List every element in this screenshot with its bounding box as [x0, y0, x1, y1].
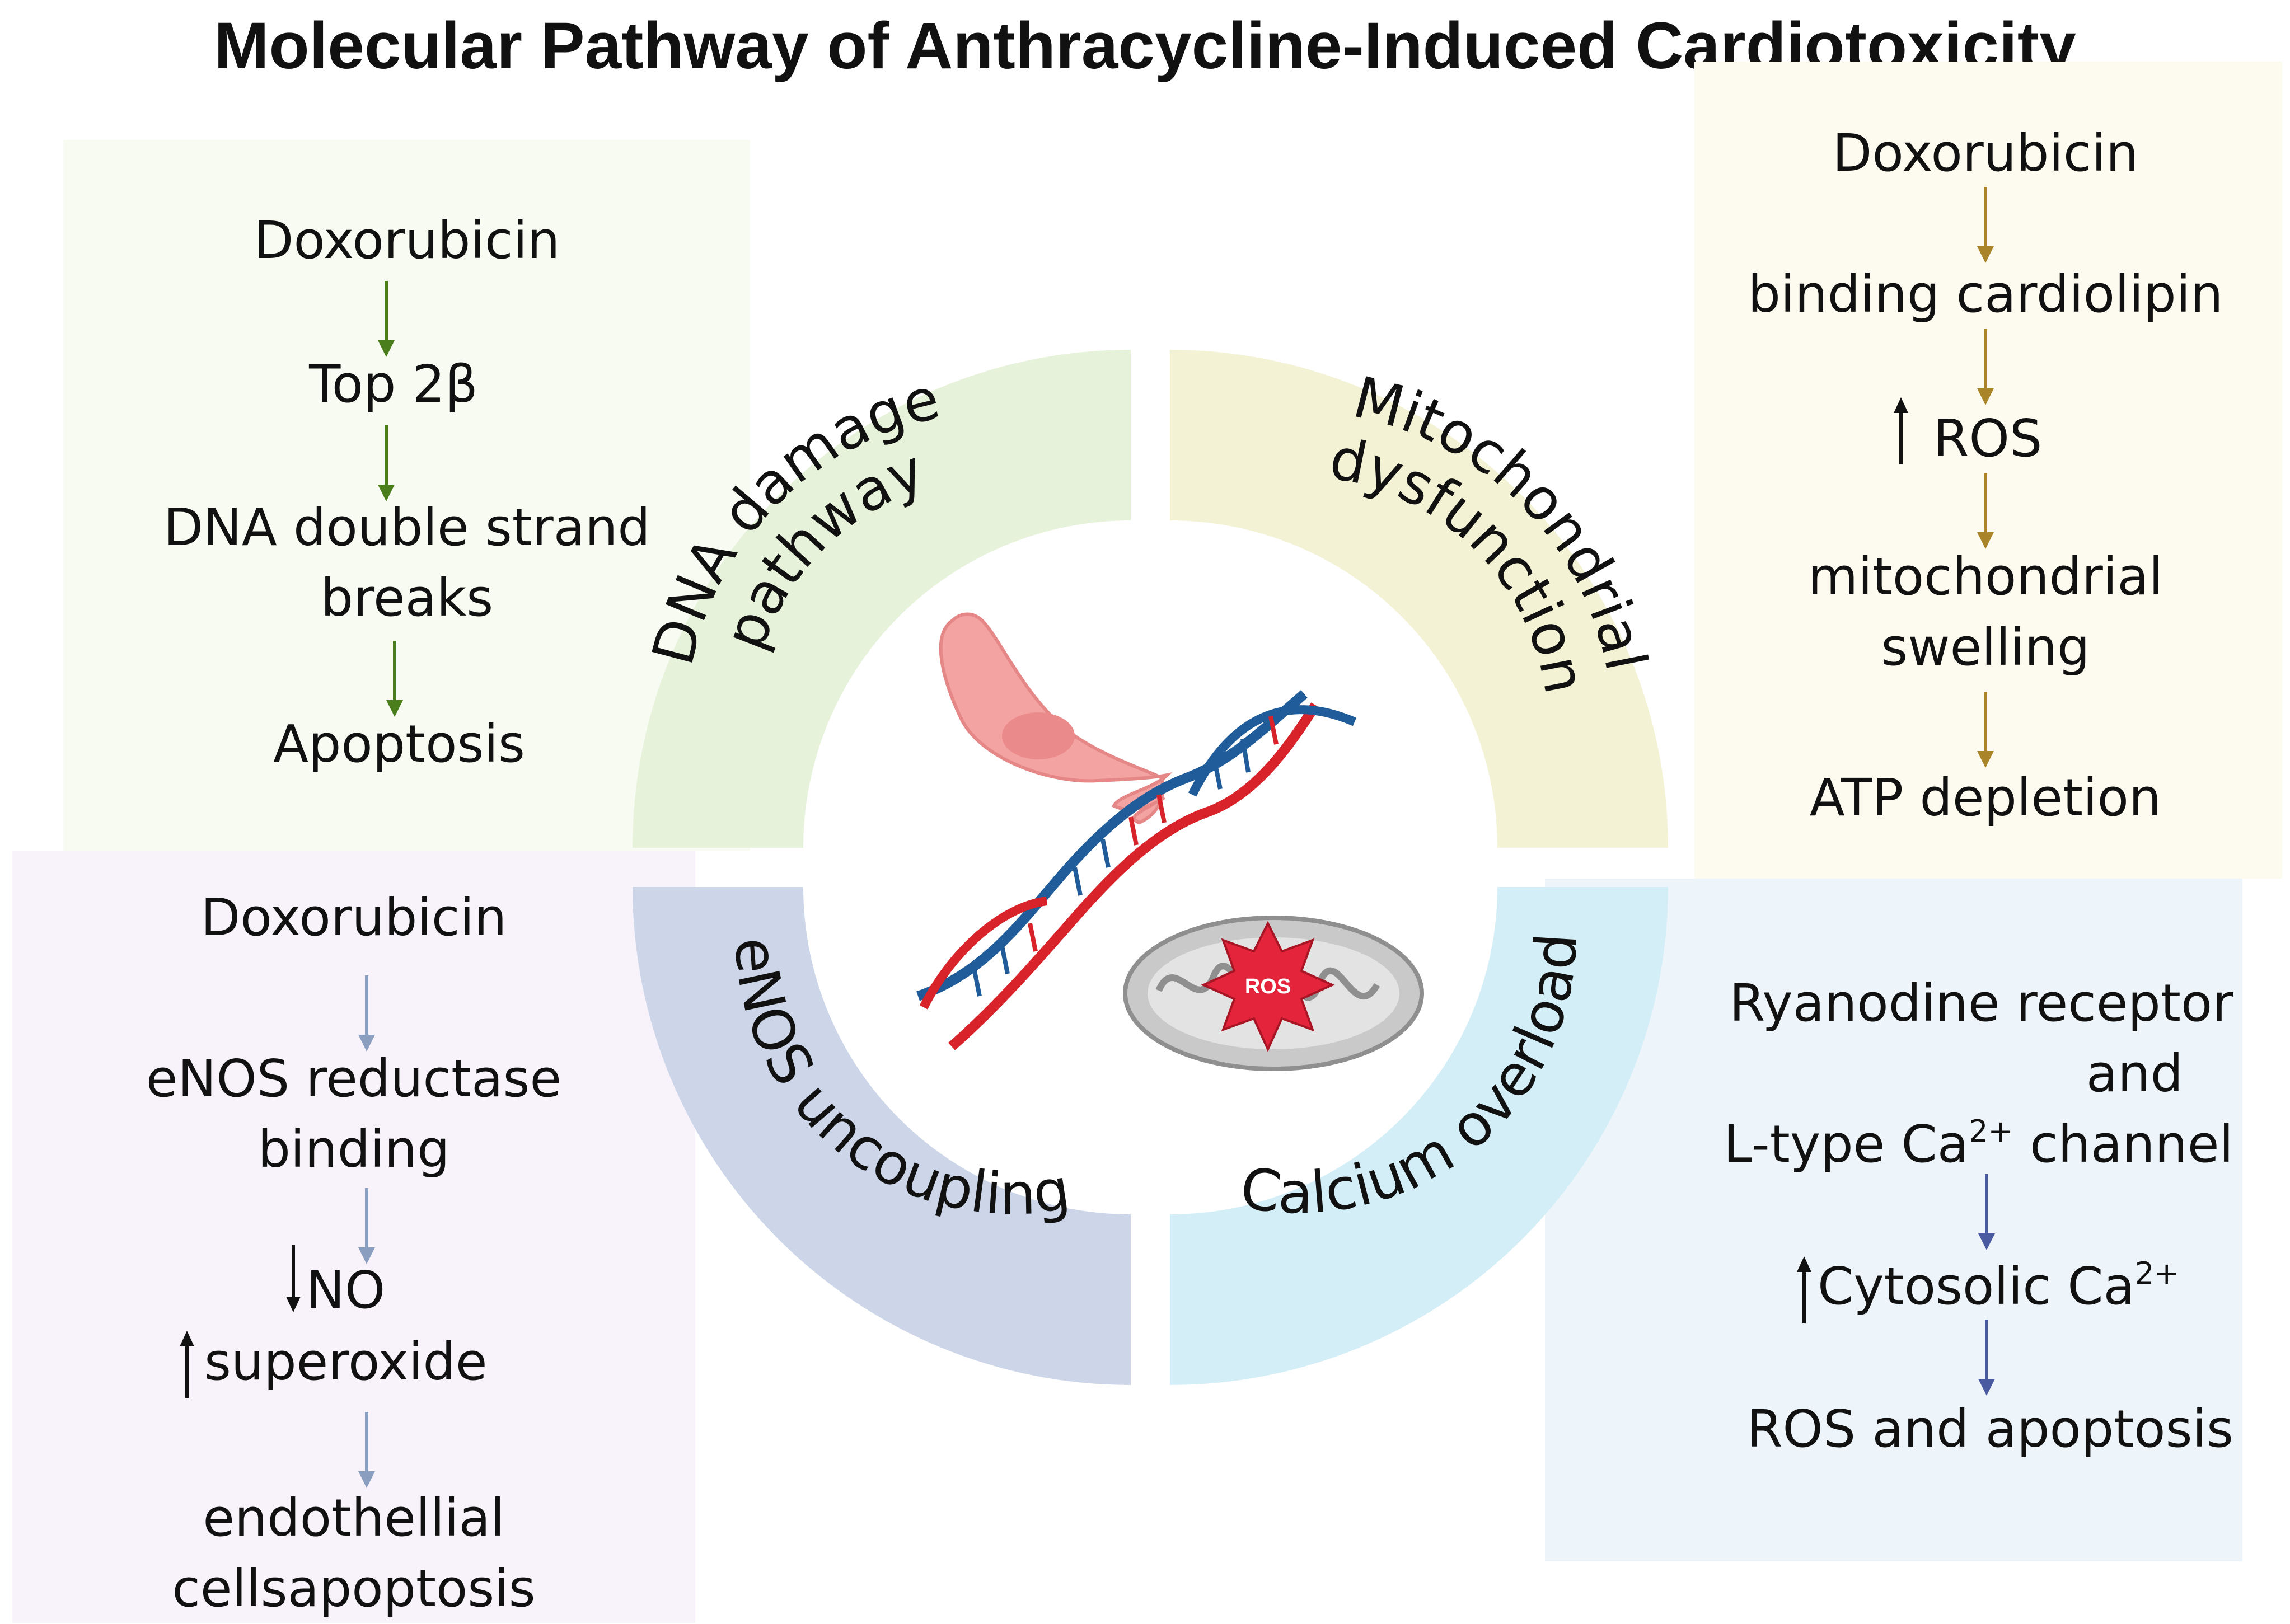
dna-damage-panel: Doxorubicin Top 2β DNA double strand bre…	[63, 140, 750, 851]
wheel-segment-mito	[1170, 350, 1668, 848]
calcium-step-cytosolic: Cytosolic Ca2+	[1818, 1256, 2180, 1316]
dna-step-doxorubicin: Doxorubicin	[254, 210, 560, 270]
enos-arrow-1	[358, 975, 375, 1052]
calcium-arrow-1	[1978, 1174, 1995, 1250]
calcium-arrow-2	[1978, 1320, 1995, 1396]
ros-burst-label: ROS	[1245, 975, 1291, 998]
no-decrease-arrow-icon	[286, 1245, 301, 1312]
ros-increase-arrow-icon	[1894, 397, 1908, 464]
dna-helix-icon	[916, 690, 1357, 1050]
enos-arrow-2	[358, 1188, 375, 1264]
calcium-panel: Ryanodine receptor and L-type Ca2+ chann…	[1545, 879, 2242, 1561]
dna-arrow-2	[378, 425, 395, 501]
mitochondrial-panel: Doxorubicin binding cardiolipin ROS mito…	[1694, 62, 2282, 879]
mito-arrow-2	[1977, 329, 1994, 405]
enos-step-no: NO	[306, 1260, 386, 1320]
mito-arrow-3	[1977, 473, 1994, 549]
dna-step-apoptosis: Apoptosis	[273, 714, 525, 774]
mito-arrow-4	[1977, 692, 1994, 768]
cardiomyocyte-cell-icon	[939, 612, 1173, 825]
enos-panel: Doxorubicin eNOS reductase binding NO su…	[12, 851, 695, 1623]
calcium-step-ros-apoptosis: ROS and apoptosis	[1746, 1399, 2233, 1459]
enos-step-doxorubicin: Doxorubicin	[200, 888, 507, 947]
calcium-step-ryanodine: Ryanodine receptor and L-type Ca2+ chann…	[1723, 973, 2233, 1174]
dna-arrow-3	[386, 641, 403, 717]
mito-step-swelling: mitochondrial swelling	[1807, 547, 2163, 677]
enos-step-superoxide: superoxide	[204, 1332, 488, 1392]
enos-step-reductase-binding: eNOS reductase binding	[146, 1049, 562, 1179]
enos-step-endothelial-apoptosis: endothellial cellsapoptosis	[172, 1488, 536, 1618]
mito-step-ros: ROS	[1933, 409, 2043, 468]
wheel-segment-dna	[633, 350, 1131, 848]
wheel-segment-enos	[633, 887, 1131, 1385]
dna-step-double-strand-breaks: DNA double strand breaks	[163, 497, 650, 628]
mito-step-binding-cardiolipin: binding cardiolipin	[1748, 264, 2223, 324]
ros-burst-icon: ROS	[1201, 921, 1335, 1052]
mito-arrow-1	[1977, 187, 1994, 263]
enos-arrow-3	[358, 1412, 375, 1488]
dna-step-top2b: Top 2β	[309, 354, 478, 414]
wheel-segment-calcium	[1170, 887, 1668, 1385]
mito-step-atp-depletion: ATP depletion	[1809, 768, 2162, 828]
dna-arrow-1	[378, 281, 395, 357]
mito-step-doxorubicin: Doxorubicin	[1832, 123, 2139, 183]
superoxide-increase-arrow-icon	[180, 1331, 194, 1398]
cytosolic-ca-increase-arrow-icon	[1797, 1256, 1811, 1323]
